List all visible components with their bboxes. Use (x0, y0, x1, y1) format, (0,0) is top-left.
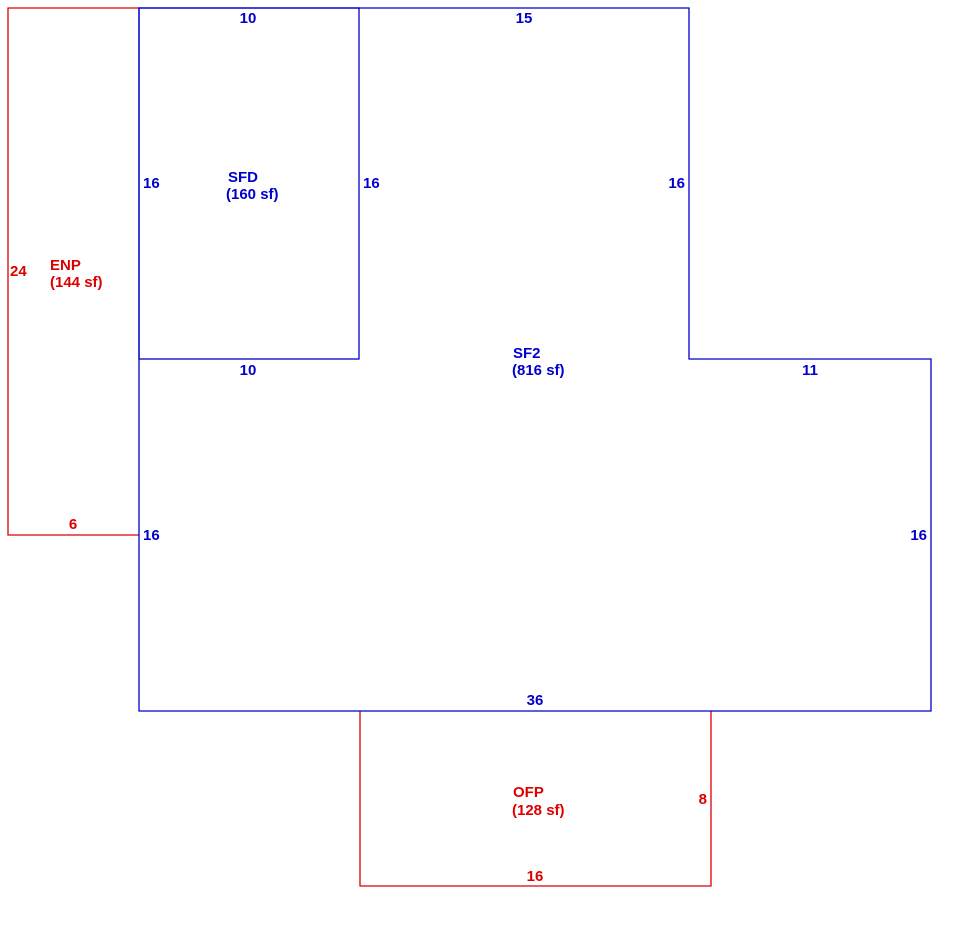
sfd-area-label: (160 sf) (226, 186, 279, 203)
dim-sfd-left: 16 (143, 175, 160, 192)
enp-code-label: ENP (50, 257, 81, 274)
dim-ofp-bottom: 16 (527, 868, 544, 885)
dim-sf2-top: 15 (516, 10, 533, 27)
sfd-outline (138, 7, 360, 360)
dim-sf2-bottom: 36 (527, 692, 544, 709)
dim-ofp-right: 8 (699, 791, 707, 808)
dim-sf2-lower-left: 16 (143, 527, 160, 544)
sf2-code-label: SF2 (513, 345, 541, 362)
sfd-code-label: SFD (228, 169, 258, 186)
sf2-outline (138, 7, 932, 712)
dim-sfd-bottom: 10 (240, 362, 257, 379)
sf2-area-label: (816 sf) (512, 362, 565, 379)
ofp-code-label: OFP (513, 784, 544, 801)
enp-area-label: (144 sf) (50, 274, 103, 291)
dim-enp-bottom: 6 (69, 516, 77, 533)
dim-sfd-top: 10 (240, 10, 257, 27)
ofp-outline (359, 711, 712, 887)
dim-sf2-upper-right: 16 (668, 175, 685, 192)
enp-outline (7, 7, 139, 536)
dim-enp-left: 24 (10, 263, 27, 280)
dim-sfd-right: 16 (363, 175, 380, 192)
dim-sf2-step: 11 (802, 362, 818, 379)
dim-sf2-lower-right: 16 (910, 527, 927, 544)
ofp-area-label: (128 sf) (512, 802, 565, 819)
